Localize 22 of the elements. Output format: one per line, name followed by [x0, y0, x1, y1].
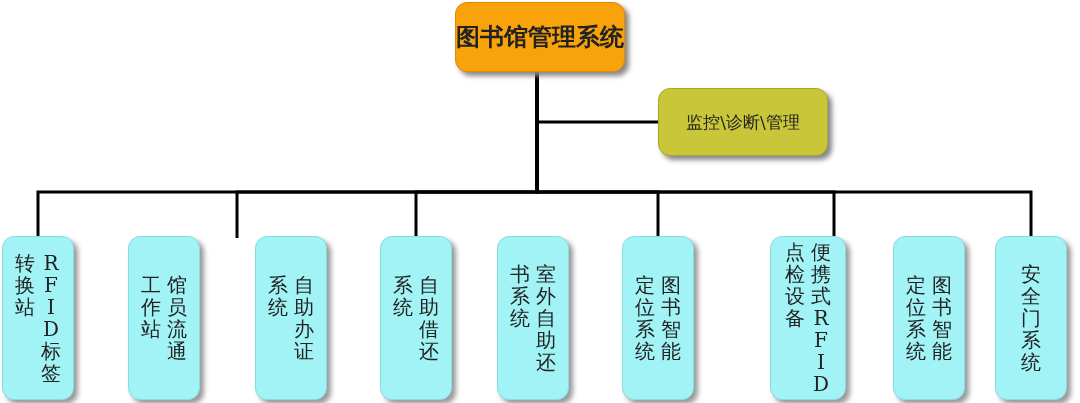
- vertical-label: 安全门系统: [1021, 263, 1041, 373]
- vertical-label: 自助借还系统: [393, 274, 439, 362]
- system-box: [893, 236, 965, 400]
- system-box: [770, 236, 846, 400]
- vertical-label: RFID标签转换站: [15, 252, 61, 384]
- node-label: 监控\诊断\管理: [686, 110, 800, 134]
- system-box: [2, 236, 74, 400]
- vertical-label: 图书智能定位系统: [635, 274, 681, 362]
- system-box: [995, 236, 1067, 400]
- vertical-label: 便携式RFID点检设备: [785, 241, 831, 395]
- module-box: [658, 88, 828, 156]
- system-box: [255, 236, 327, 400]
- vertical-label: 图书智能定位系统: [906, 274, 952, 362]
- root-box: [455, 2, 625, 72]
- vertical-label: 自助办证系统: [268, 274, 314, 362]
- system-box: [622, 236, 694, 400]
- vertical-label: 馆员流通工作站: [141, 274, 187, 362]
- vertical-label: 室外自助还书系统: [510, 263, 556, 373]
- system-box: [128, 236, 200, 400]
- system-box: [497, 236, 569, 400]
- system-box: [380, 236, 452, 400]
- node-label: 图书馆管理系统: [456, 21, 624, 53]
